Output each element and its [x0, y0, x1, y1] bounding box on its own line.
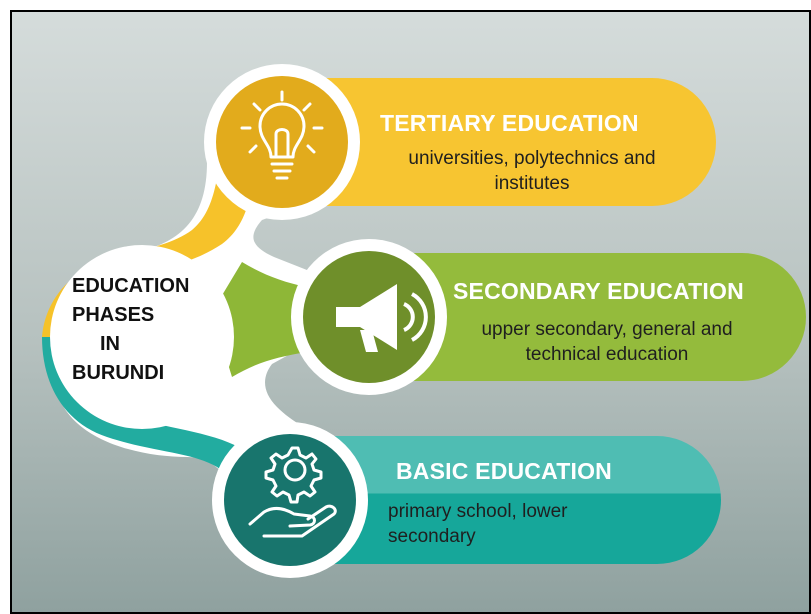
secondary-connector	[212, 262, 307, 377]
tertiary-icon-circle	[216, 76, 348, 208]
infographic-graphic	[42, 64, 806, 578]
secondary-description-line: technical education	[525, 344, 689, 365]
tertiary-description: universities, polytechnics and institute…	[367, 146, 697, 196]
megaphone-icon	[336, 284, 428, 352]
tertiary-description-line: universities, polytechnics and	[408, 148, 656, 169]
center-title-line: BURUNDI	[72, 362, 165, 384]
basic-title: BASIC EDUCATION	[396, 458, 612, 484]
secondary-title: SECONDARY EDUCATION	[453, 278, 744, 304]
basic-description: primary school, lower secondary	[388, 499, 648, 549]
secondary-description: upper secondary, general and technical e…	[442, 317, 772, 367]
basic-connector	[42, 337, 282, 517]
infographic-frame: EDUCATION PHASES IN BURUNDI TERTIARY EDU…	[10, 10, 811, 614]
center-title-line: EDUCATION	[72, 275, 190, 297]
center-title-line: PHASES	[72, 304, 155, 326]
lightbulb-icon	[240, 90, 324, 180]
secondary-bar	[332, 253, 806, 381]
basic-bar	[312, 436, 721, 564]
gear-hand-icon	[248, 446, 337, 538]
tertiary-bar	[282, 78, 716, 206]
center-circle	[50, 245, 234, 429]
basic-description-line: primary school, lower	[388, 501, 568, 522]
center-title: EDUCATION PHASES IN BURUNDI	[72, 272, 222, 388]
center-title-line: IN	[100, 333, 120, 355]
basic-description-line: secondary	[388, 526, 476, 547]
tertiary-description-line: institutes	[494, 173, 570, 194]
tertiary-title: TERTIARY EDUCATION	[380, 110, 639, 136]
secondary-description-line: upper secondary, general and	[481, 319, 733, 340]
